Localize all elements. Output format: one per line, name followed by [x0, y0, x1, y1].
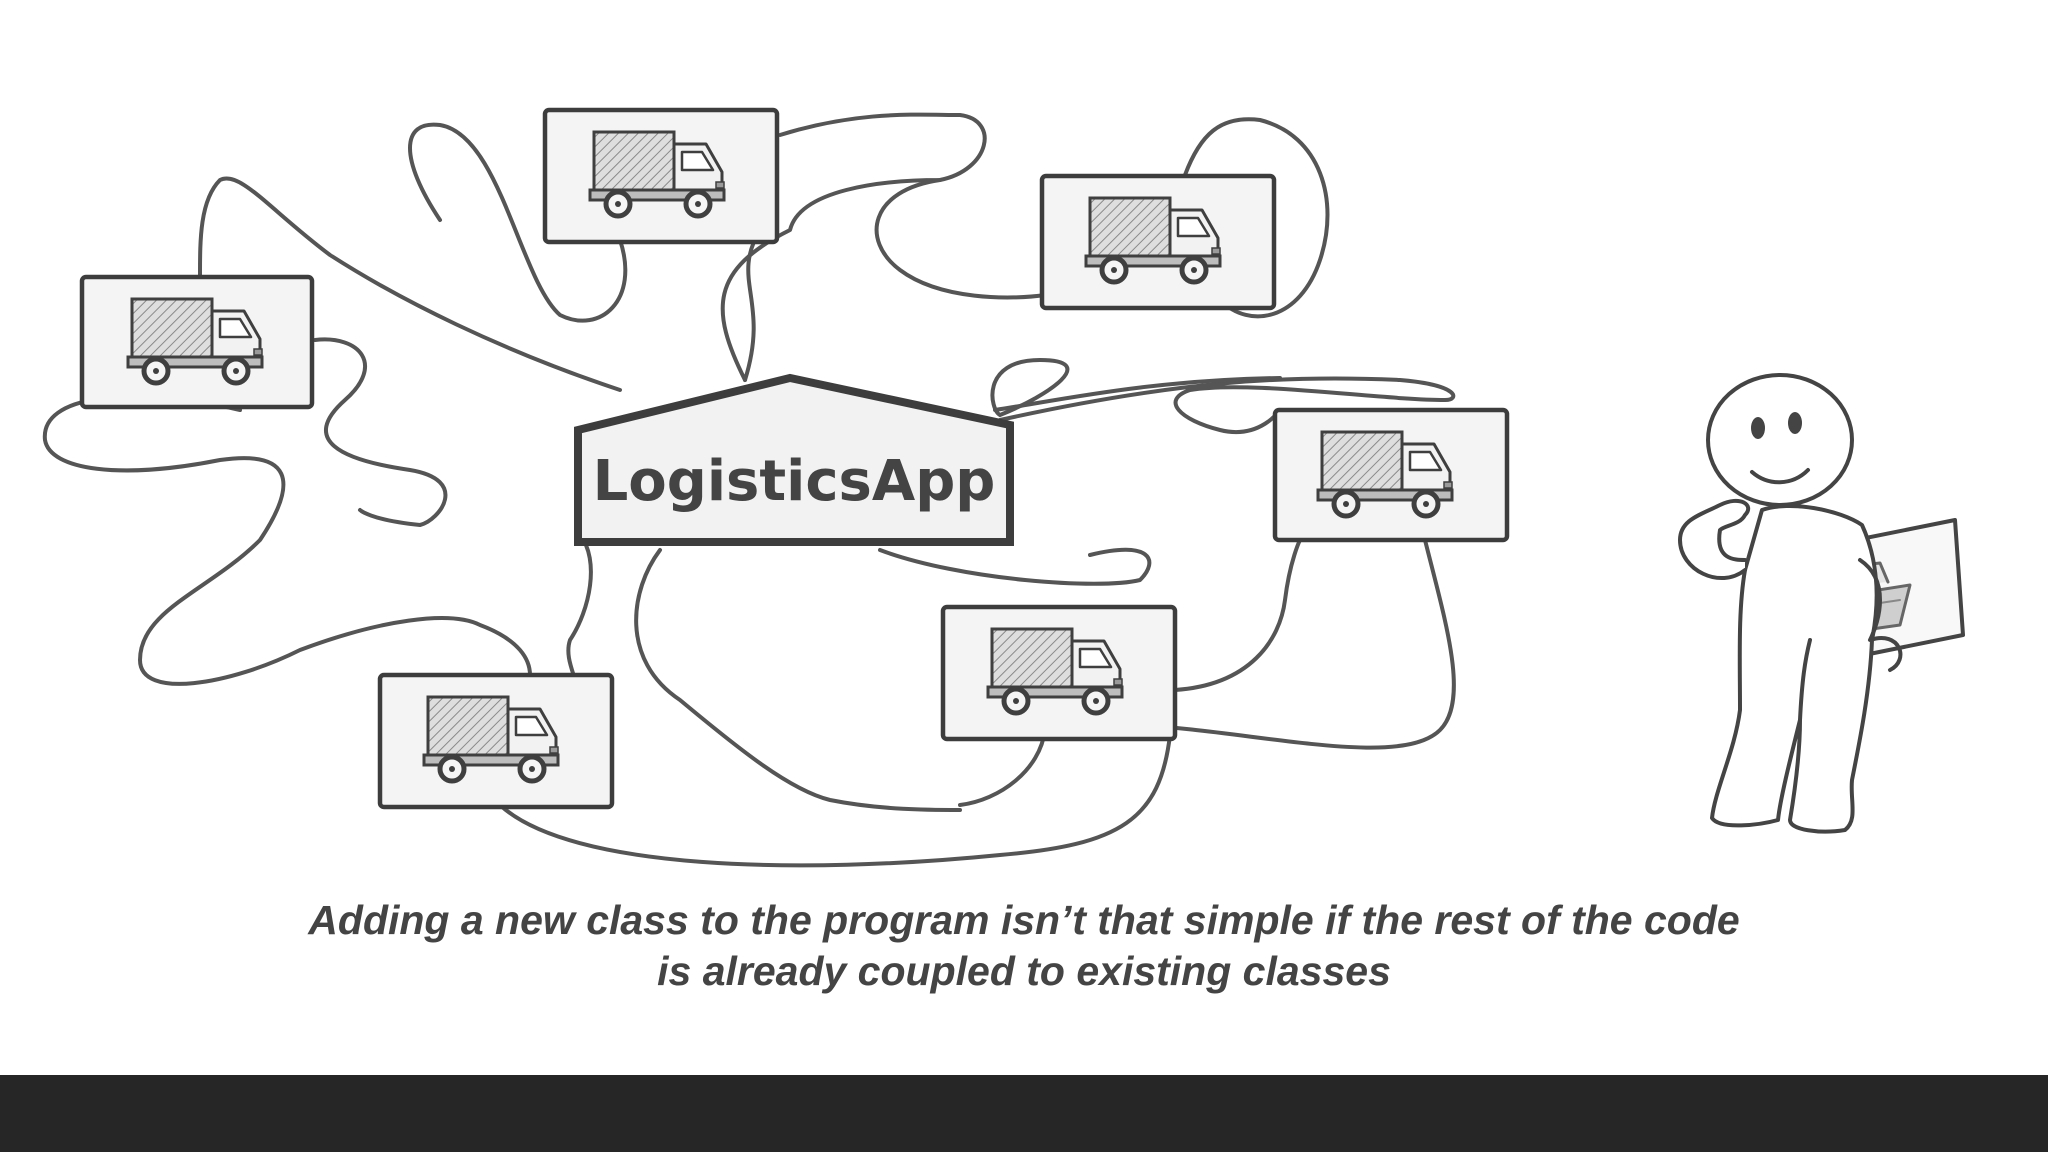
- class-node-3: [1039, 173, 1277, 311]
- logistics-app-node: LogisticsApp: [574, 373, 1014, 546]
- class-node-4: [1272, 407, 1510, 543]
- caption: Adding a new class to the program isn’t …: [0, 895, 2048, 997]
- class-node-6: [377, 672, 615, 810]
- class-node-5: [940, 604, 1178, 742]
- thinking-character: [1678, 373, 1965, 834]
- caption-line-1: Adding a new class to the program isn’t …: [308, 897, 1740, 943]
- caption-line-2: is already coupled to existing classes: [657, 948, 1391, 994]
- class-node-2: [542, 107, 780, 245]
- class-node-1: [79, 274, 315, 410]
- footer-bar: [0, 1075, 2048, 1152]
- logistics-app-label: LogisticsApp: [593, 449, 996, 514]
